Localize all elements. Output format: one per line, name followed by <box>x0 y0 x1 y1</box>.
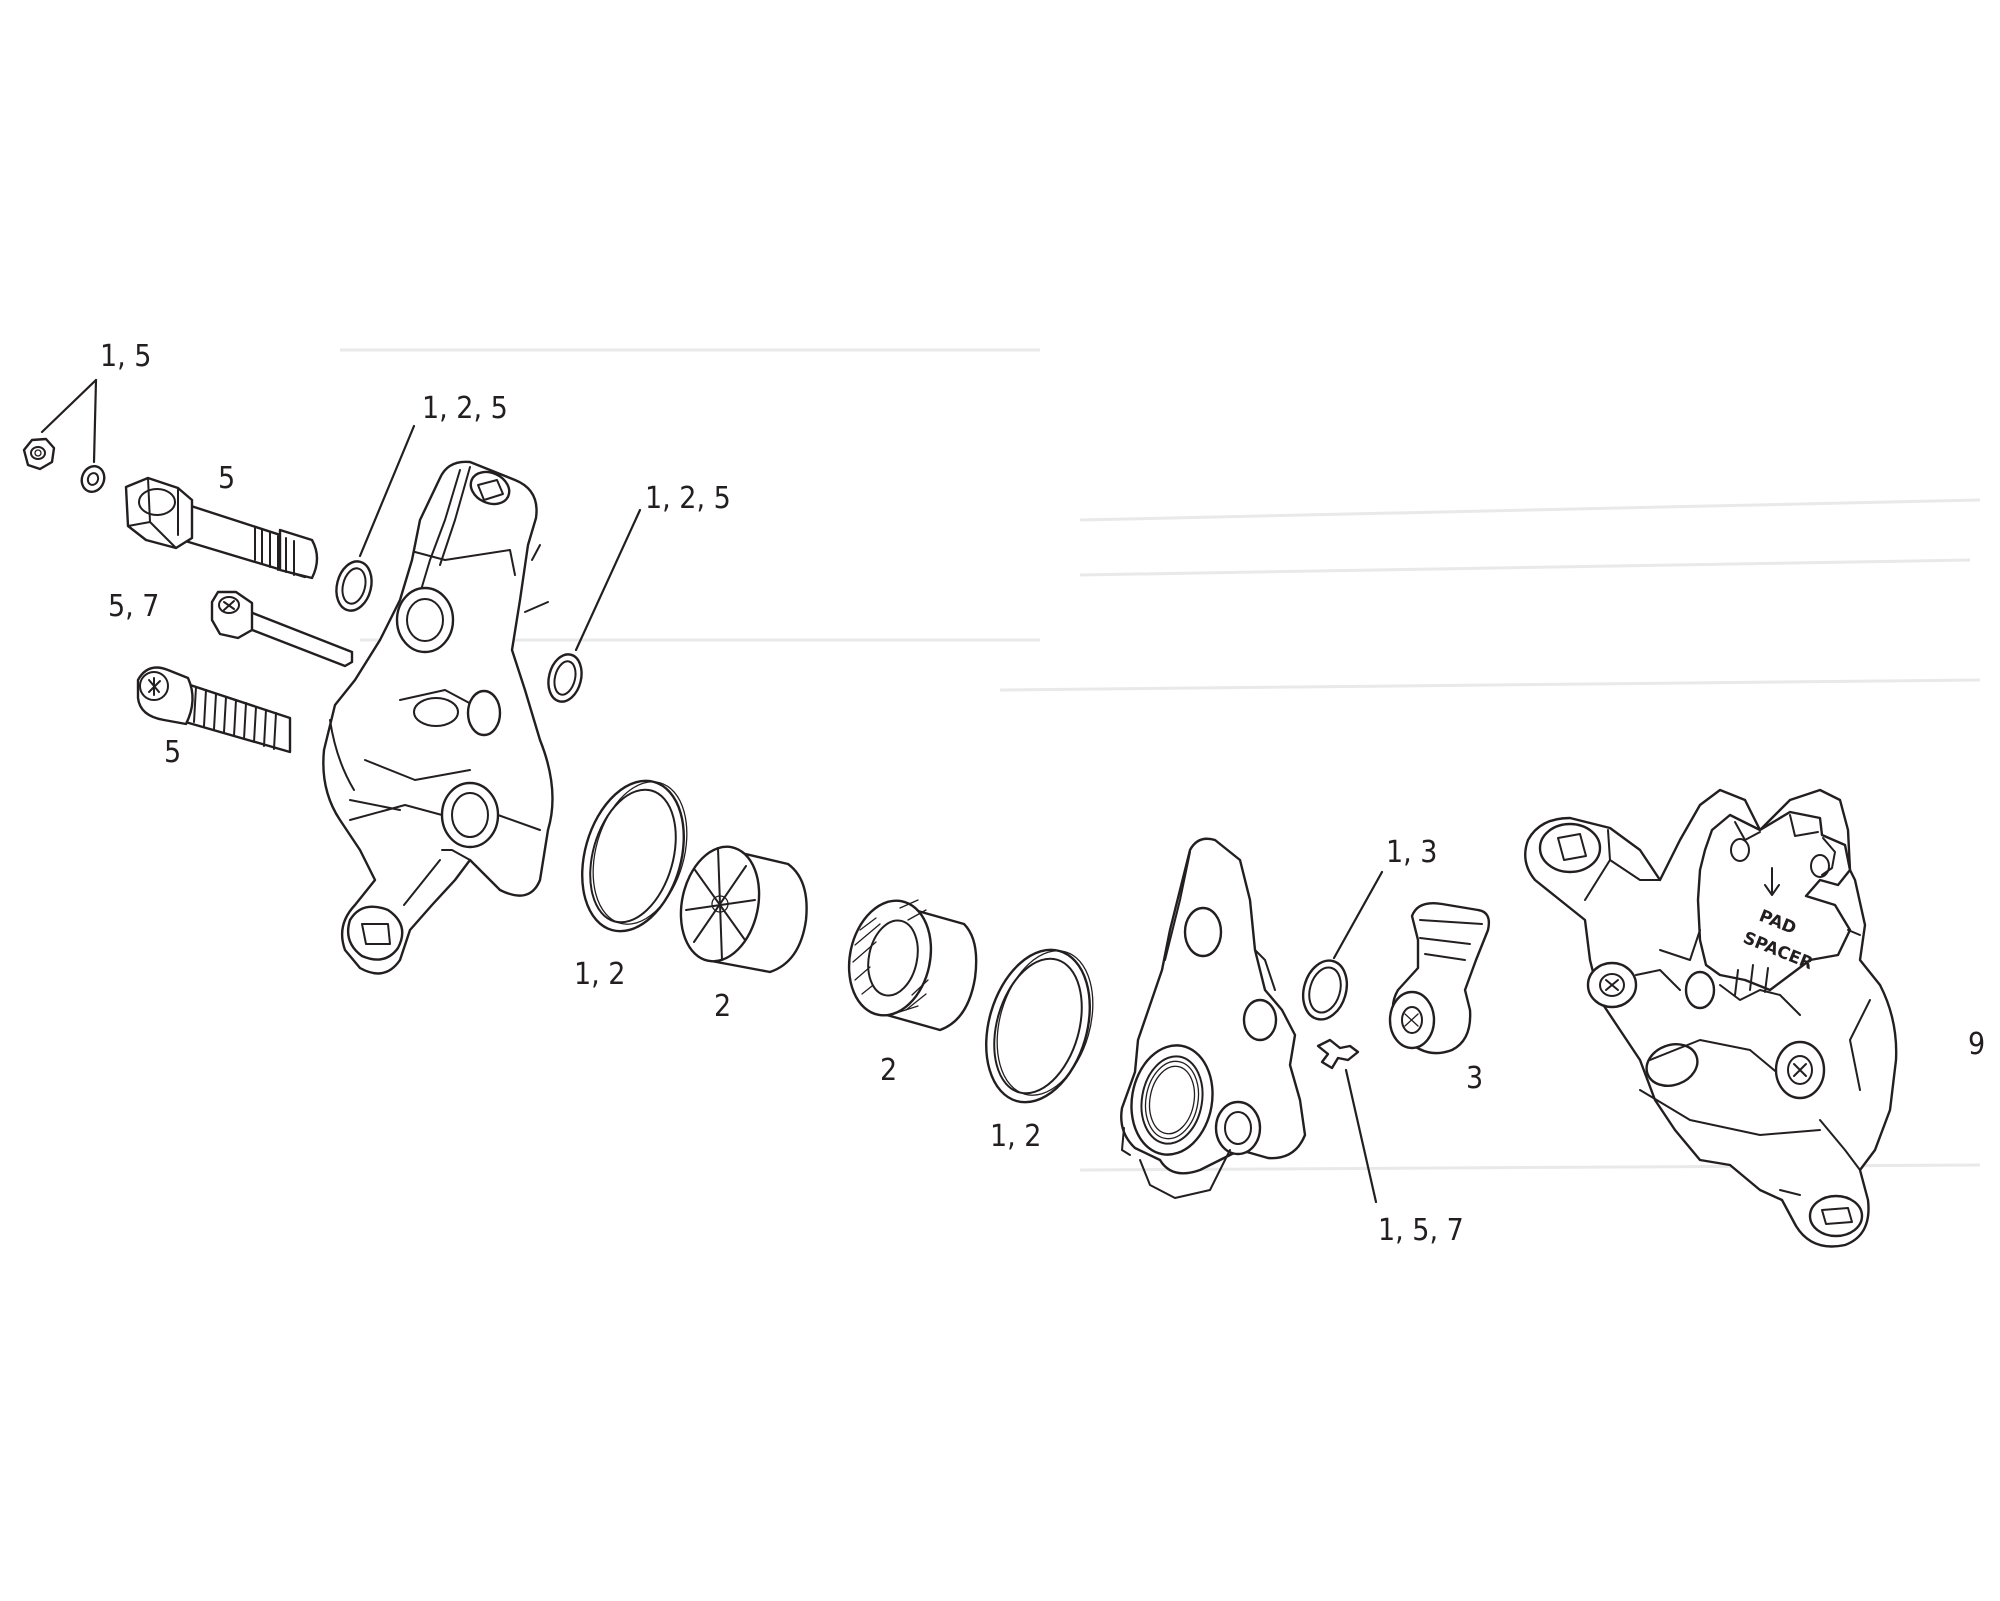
assembled-caliper: PAD SPACER <box>1524 788 1898 1248</box>
washer-mid-part <box>547 653 583 703</box>
callout-hose-fitting: 3 <box>1466 1061 1483 1096</box>
callout-banjo-bolt: 5 <box>218 461 235 496</box>
leader-1-2-5-mid <box>574 508 642 652</box>
inboard-caliper-half <box>1120 837 1307 1199</box>
callout-labels: 1, 5 1, 2, 5 1, 2, 5 5 5, 7 5 1, 2 2 2 1… <box>100 339 1985 1248</box>
leader-1-5-b <box>92 378 98 464</box>
hose-clip-part <box>1316 1038 1360 1070</box>
bleed-screw-part <box>210 590 354 668</box>
pad-spacer-plate: PAD SPACER <box>1696 810 1861 992</box>
small-washer-part <box>80 465 106 493</box>
piston-left <box>679 845 808 974</box>
leader-1-5-a <box>40 378 98 434</box>
crush-washer-part <box>1301 959 1349 1021</box>
callout-washer-mid: 1, 2, 5 <box>645 481 731 516</box>
callout-mount-bolt: 5 <box>164 735 181 770</box>
washer-upper-part <box>335 560 373 612</box>
callout-crush-washer: 1, 3 <box>1386 835 1437 870</box>
callout-piston-right: 2 <box>880 1053 897 1088</box>
callout-washer-nut: 1, 5 <box>100 339 151 374</box>
callout-caliper-assembly: 9 <box>1968 1027 1985 1062</box>
nut-part <box>22 437 56 471</box>
outboard-caliper-half <box>322 460 554 975</box>
callout-seal-right: 1, 2 <box>990 1119 1041 1154</box>
leader-1-5-7 <box>1344 1068 1378 1204</box>
banjo-bolt-part <box>124 476 319 580</box>
callout-piston-left: 2 <box>714 989 731 1024</box>
piston-seal-right <box>985 948 1094 1104</box>
piston-seal-left <box>581 779 688 933</box>
piston-hatching <box>852 899 929 1016</box>
leader-lines <box>40 378 1384 1204</box>
callout-hose-clip: 1, 5, 7 <box>1378 1213 1464 1248</box>
hose-fitting-part <box>1388 902 1491 1055</box>
piston-right <box>847 899 978 1032</box>
callout-washer-upper: 1, 2, 5 <box>422 391 508 426</box>
leader-1-2-5-upper <box>358 424 416 558</box>
callout-seal-left: 1, 2 <box>574 957 625 992</box>
bolt-thread <box>261 529 295 576</box>
callout-bleed-screw: 5, 7 <box>108 589 159 624</box>
leader-1-3 <box>1332 870 1384 960</box>
mount-bolt-part <box>136 666 292 754</box>
mount-bolt-thread <box>193 686 277 750</box>
